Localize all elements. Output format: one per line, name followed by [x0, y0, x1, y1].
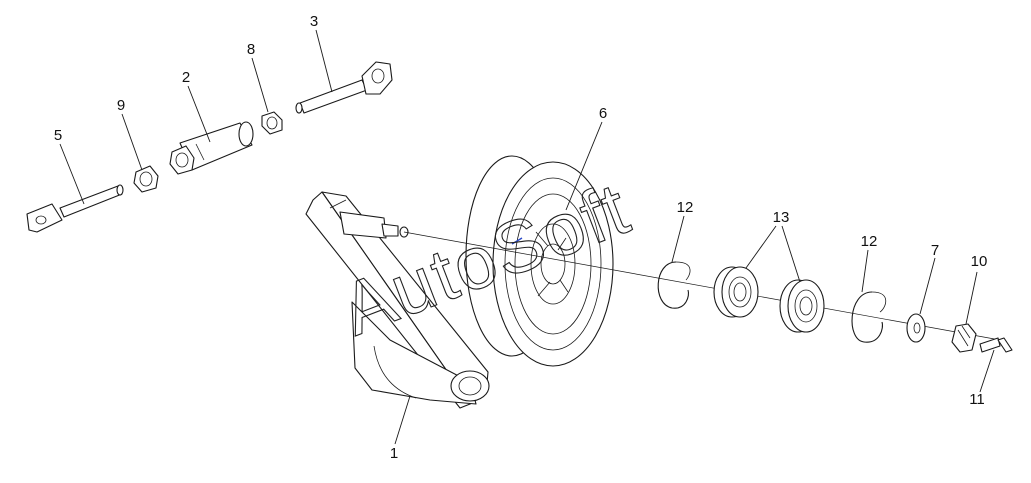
callout-12-right: 12 [861, 233, 878, 250]
callout-3: 3 [310, 13, 318, 30]
callout-2: 2 [182, 69, 190, 86]
part-12-circlip-right [851, 291, 887, 343]
callout-11: 11 [969, 391, 985, 408]
part-6-wheel [465, 155, 614, 367]
callout-9: 9 [117, 97, 125, 114]
callout-labels: 1 2 3 5 6 7 8 9 10 11 12 12 13 [54, 13, 988, 462]
callout-8: 8 [247, 41, 255, 58]
part-5-rod-end [26, 184, 124, 233]
part-9-nut [133, 165, 159, 193]
axis-line [403, 231, 1001, 341]
callout-10: 10 [971, 253, 988, 270]
callout-13: 13 [773, 209, 790, 226]
part-12-circlip-left [657, 261, 691, 309]
callout-5: 5 [54, 127, 62, 144]
part-2-cylinder [169, 121, 254, 175]
part-7-washer [906, 313, 926, 343]
callout-12-left: 12 [677, 199, 694, 216]
callout-7: 7 [931, 242, 939, 259]
part-10-castle-nut [951, 323, 977, 353]
part-13-bearing-right [779, 279, 825, 333]
callout-1: 1 [390, 445, 398, 462]
part-11-cotter-pin [979, 337, 1013, 353]
part-8-nut [261, 111, 283, 135]
part-13-bearing-left [713, 266, 759, 318]
part-1-arm [305, 191, 490, 409]
part-3-rod-end [295, 61, 393, 114]
leader-lines [59, 29, 995, 445]
callout-6: 6 [599, 105, 607, 122]
